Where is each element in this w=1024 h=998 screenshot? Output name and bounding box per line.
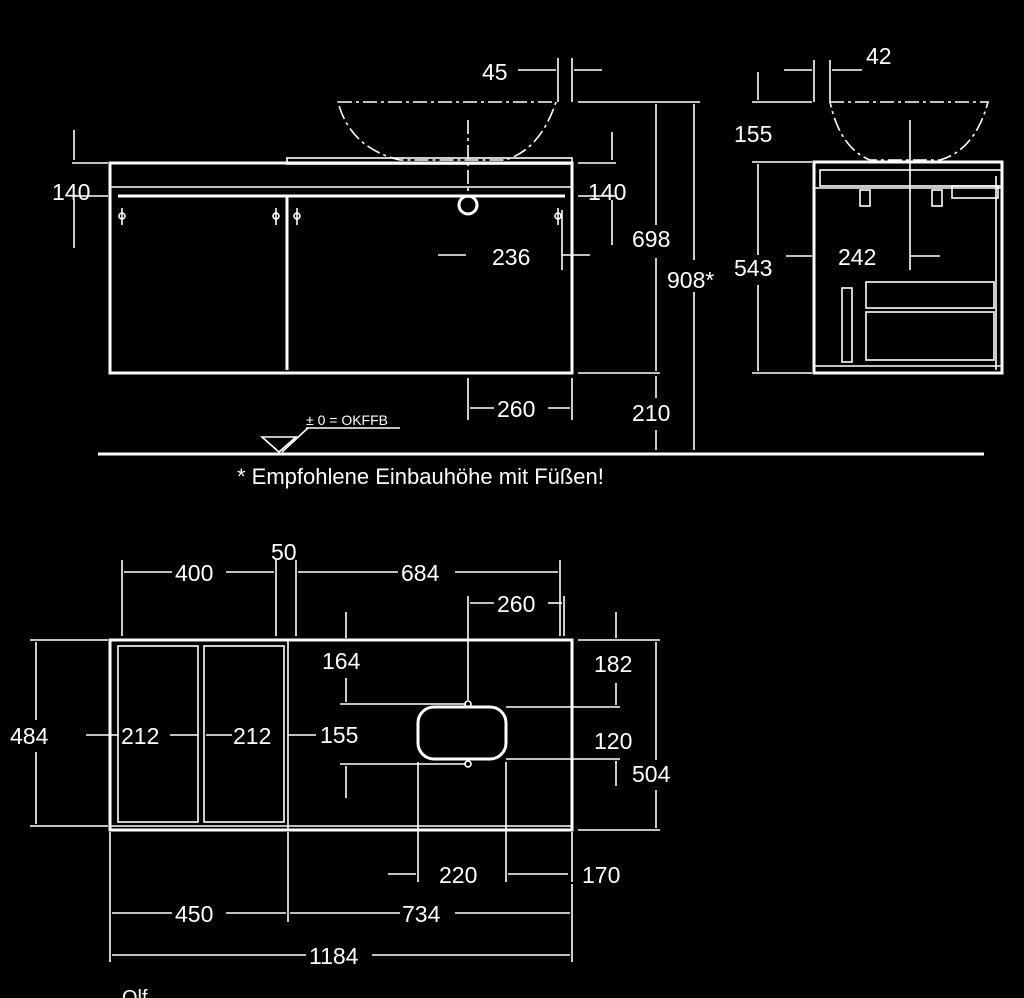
- dim-242: 242: [838, 244, 876, 270]
- dim-450: 450: [175, 901, 213, 927]
- dim-504: 504: [632, 761, 671, 787]
- dim-210: 210: [632, 400, 670, 426]
- dim-212-b: 212: [233, 723, 271, 749]
- dim-400: 400: [175, 560, 213, 586]
- front-handle-icons: [118, 208, 562, 225]
- front-view: 45 140 140 236 698 908* 260: [52, 58, 984, 456]
- dim-908: 908*: [667, 267, 714, 293]
- dim-698: 698: [632, 226, 670, 252]
- dim-1184: 1184: [309, 943, 359, 969]
- floor-label: ± 0 = OKFFB: [306, 412, 388, 428]
- dim-45: 45: [482, 59, 508, 85]
- dim-684: 684: [401, 560, 440, 586]
- dim-170: 170: [582, 862, 620, 888]
- front-drain-icon: [457, 194, 479, 216]
- floor-level-symbol: [259, 436, 299, 454]
- front-countertop-raise: [286, 157, 573, 165]
- top-compartment-right: [203, 645, 285, 823]
- dim-140-left: 140: [52, 179, 90, 205]
- side-cabinet-body: [812, 160, 1004, 375]
- dim-42: 42: [866, 43, 892, 69]
- side-basin-outline: [829, 101, 990, 161]
- dim-543: 543: [734, 255, 772, 281]
- dim-220: 220: [439, 862, 477, 888]
- footer-cutoff-text: Olf...: [122, 987, 164, 998]
- side-view: 42 155 543 242: [734, 43, 1004, 375]
- installation-note: * Empfohlene Einbauhöhe mit Füßen!: [237, 464, 604, 489]
- dim-182: 182: [594, 651, 632, 677]
- dim-155-top: 155: [320, 722, 358, 748]
- dim-484: 484: [10, 723, 49, 749]
- dim-734: 734: [402, 901, 441, 927]
- dim-120: 120: [594, 728, 632, 754]
- top-compartment-left: [117, 645, 199, 823]
- dim-140-right: 140: [588, 179, 626, 205]
- dim-260-top: 260: [497, 591, 535, 617]
- dim-50: 50: [271, 539, 297, 565]
- front-basin-outline: [336, 101, 558, 161]
- front-cabinet-body: [108, 161, 574, 375]
- dim-212-a: 212: [121, 723, 159, 749]
- dim-164: 164: [322, 648, 361, 674]
- side-drawer-top: [865, 281, 995, 309]
- dim-260-front: 260: [497, 396, 535, 422]
- dim-155-side: 155: [734, 121, 772, 147]
- top-basin-cutout: [416, 705, 508, 761]
- side-drawer-bottom: [865, 311, 995, 361]
- top-view: 400 50 684 260 164 155 182 120 504: [10, 539, 671, 969]
- dim-236: 236: [492, 244, 530, 270]
